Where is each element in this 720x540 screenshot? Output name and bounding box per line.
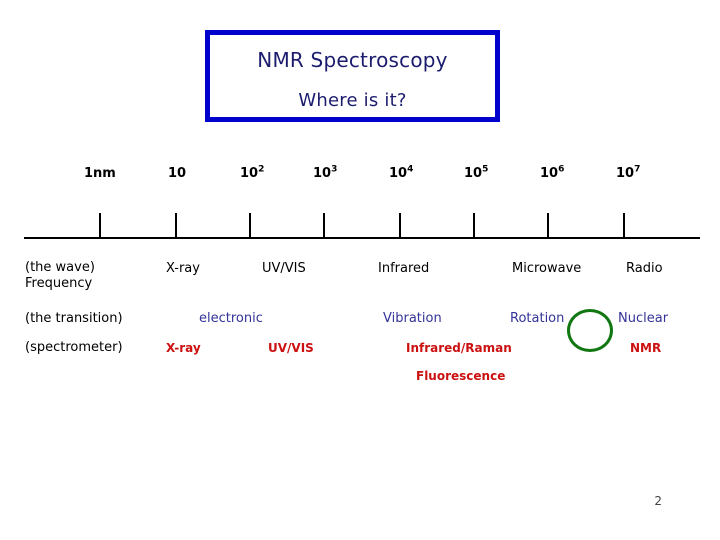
wave-item-radio: Radio [626, 261, 663, 276]
wave-item-microwave: Microwave [512, 261, 582, 276]
axis-tick-8 [623, 213, 625, 238]
spectrometer-item-infrared-raman: Infrared/Raman [406, 341, 512, 355]
axis-tick-1 [99, 213, 101, 238]
scale-label-10: 10 [168, 166, 187, 181]
wave-item-uvvis: UV/VIS [262, 261, 306, 276]
axis-tick-7 [547, 213, 549, 238]
row-label-wave-frequency: (the wave) Frequency [25, 260, 95, 292]
axis-tick-4 [323, 213, 325, 238]
scale-label-10e5: 105 [464, 164, 489, 181]
row-label-transition: (the transition) [25, 311, 123, 326]
wave-item-infrared: Infrared [378, 261, 430, 276]
axis-tick-6 [473, 213, 475, 238]
axis-tick-5 [399, 213, 401, 238]
spectrometer-item-fluorescence: Fluorescence [416, 369, 506, 383]
transition-item-vibration: Vibration [383, 311, 442, 326]
page-number: 2 [654, 494, 662, 508]
transition-item-electronic: electronic [199, 311, 263, 326]
scale-label-10e7: 107 [616, 164, 641, 181]
transition-item-rotation: Rotation [510, 311, 565, 326]
scale-label-10e4: 104 [389, 164, 414, 181]
spectrometer-item-nmr: NMR [630, 341, 662, 355]
page-subtitle: Where is it? [298, 90, 407, 111]
scale-label-10e2: 102 [240, 164, 265, 181]
row-label-wave-line2: Frequency [25, 276, 93, 291]
row-label-wave-line1: (the wave) [25, 260, 95, 275]
row-label-spectrometer: (spectrometer) [25, 340, 123, 355]
scale-label-1nm: 1nm [84, 166, 116, 181]
spectrometer-item-uvvis: UV/VIS [268, 341, 314, 355]
axis-tick-2 [175, 213, 177, 238]
title-box: NMR Spectroscopy Where is it? [205, 30, 500, 122]
highlight-ellipse-nmr-rotation [567, 309, 613, 352]
axis-tick-3 [249, 213, 251, 238]
spectrometer-item-xray: X-ray [166, 341, 201, 355]
scale-label-10e6: 106 [540, 164, 565, 181]
transition-item-nuclear: Nuclear [618, 311, 669, 326]
spectrum-axis-line [24, 237, 700, 239]
page-title: NMR Spectroscopy [257, 48, 448, 72]
scale-label-10e3: 103 [313, 164, 338, 181]
wave-item-xray: X-ray [166, 261, 200, 276]
